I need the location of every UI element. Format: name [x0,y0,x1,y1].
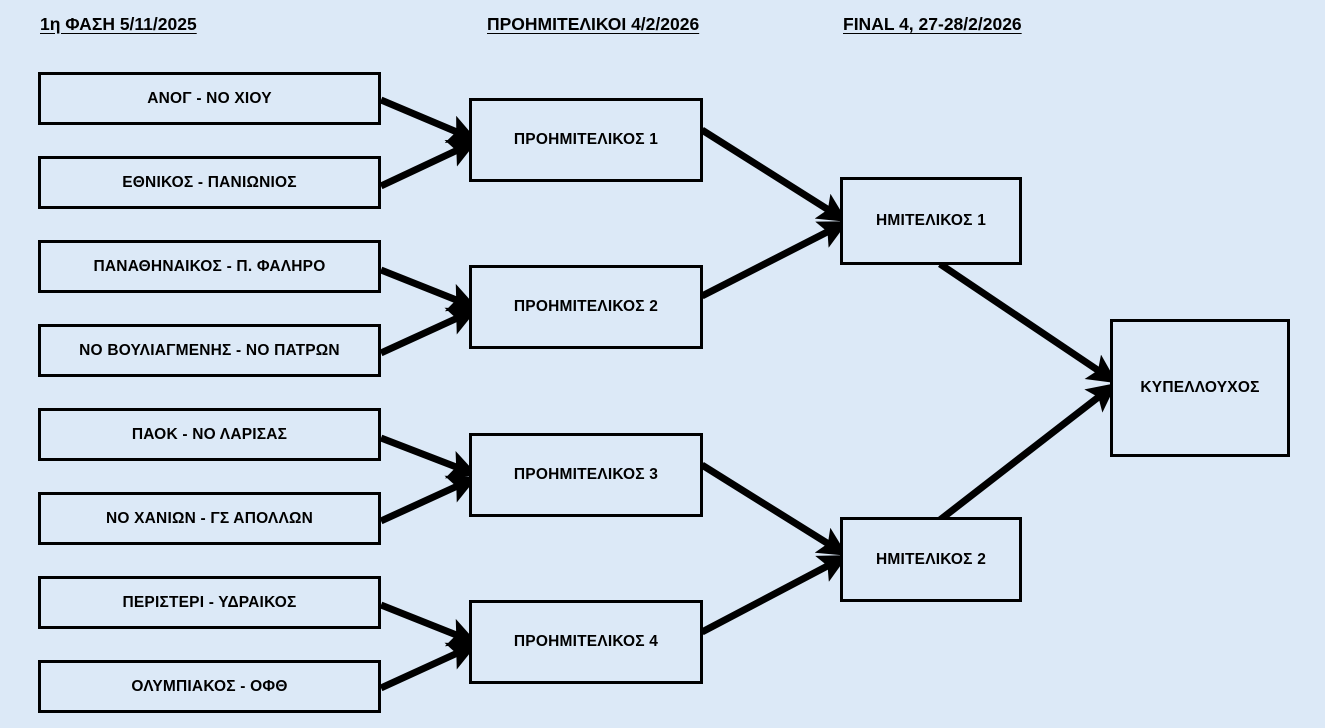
column-header-final4: FINAL 4, 27-28/2/2026 [843,14,1022,34]
arrow-r1-3-to-qf2 [379,266,478,312]
match-label: ΗΜΙΤΕΛΙΚΟΣ 2 [875,550,987,568]
match-label: ΠΡΟΗΜΙΤΕΛΙΚΟΣ 4 [513,633,659,650]
arrow-r1-1-to-qf1 [379,96,478,143]
match-label: ΠΡΟΗΜΙΤΕΛΙΚΟΣ 1 [513,131,659,148]
match-label: ΠΑΝΑΘΗΝΑΙΚΟΣ - Π. ΦΑΛΗΡΟ [93,257,326,275]
match-label: ΝΟ ΒΟΥΛΙΑΓΜΕΝΗΣ - ΝΟ ΠΑΤΡΩΝ [79,341,340,359]
arrow-r1-6-to-qf3 [379,475,478,525]
match-box-round1-2[interactable]: ΕΘΝΙΚΟΣ - ΠΑΝΙΩΝΙΟΣ [38,156,381,209]
arrow-r1-8-to-qf4 [379,642,478,692]
match-box-semifinal-2[interactable]: ΗΜΙΤΕΛΙΚΟΣ 2 [840,517,1022,602]
match-label: ΠΡΟΗΜΙΤΕΛΙΚΟΣ 2 [513,298,659,315]
match-box-quarterfinal-3[interactable]: ΠΡΟΗΜΙΤΕΛΙΚΟΣ 3 [469,433,703,517]
match-box-round1-6[interactable]: ΝΟ ΧΑΝΙΩΝ - ΓΣ ΑΠΟΛΛΩΝ [38,492,381,545]
arrow-r1-5-to-qf3 [379,434,478,479]
match-box-winner[interactable]: ΚΥΠΕΛΛΟΥΧΟΣ [1110,319,1290,457]
match-box-round1-7[interactable]: ΠΕΡΙΣΤΕΡΙ - ΥΔΡΑΙΚΟΣ [38,576,381,629]
arrow-r1-4-to-qf2 [379,307,478,357]
match-label: ΠΕΡΙΣΤΕΡΙ - ΥΔΡΑΙΚΟΣ [122,593,297,611]
match-label: ΕΘΝΙΚΟΣ - ΠΑΝΙΩΝΙΟΣ [122,173,297,191]
match-label: ΠΡΟΗΜΙΤΕΛΙΚΟΣ 3 [513,466,659,483]
match-box-quarterfinal-4[interactable]: ΠΡΟΗΜΙΤΕΛΙΚΟΣ 4 [469,600,703,684]
arrow-r1-2-to-qf1 [379,139,478,190]
match-box-round1-5[interactable]: ΠΑΟΚ - ΝΟ ΛΑΡΙΣΑΣ [38,408,381,461]
column-header-round1: 1η ΦΑΣΗ 5/11/2025 [40,14,197,34]
match-label: ΝΟ ΧΑΝΙΩΝ - ΓΣ ΑΠΟΛΛΩΝ [105,509,314,527]
arrow-qf1-to-sf1 [700,127,848,222]
arrow-qf4-to-sf2 [700,555,849,636]
match-box-quarterfinal-1[interactable]: ΠΡΟΗΜΙΤΕΛΙΚΟΣ 1 [469,98,703,182]
match-label: ΗΜΙΤΕΛΙΚΟΣ 1 [875,212,987,229]
arrow-qf2-to-sf1 [700,221,849,300]
column-header-quarterfinals: ΠΡΟΗΜΙΤΕΛΙΚΟΙ 4/2/2026 [487,14,700,34]
winner-label: ΚΥΠΕΛΛΟΥΧΟΣ [1140,379,1260,396]
arrow-qf3-to-sf2 [700,462,848,556]
match-label: ΑΝΟΓ - ΝΟ ΧΙΟΥ [147,89,272,107]
match-box-round1-4[interactable]: ΝΟ ΒΟΥΛΙΑΓΜΕΝΗΣ - ΝΟ ΠΑΤΡΩΝ [38,324,381,377]
match-box-round1-3[interactable]: ΠΑΝΑΘΗΝΑΙΚΟΣ - Π. ΦΑΛΗΡΟ [38,240,381,293]
arrow-sf2-to-final [933,382,1117,526]
match-box-round1-8[interactable]: ΟΛΥΜΠΙΑΚΟΣ - ΟΦΘ [38,660,381,713]
arrow-sf1-to-final [938,261,1118,384]
match-label: ΠΑΟΚ - ΝΟ ΛΑΡΙΣΑΣ [131,425,288,443]
match-box-semifinal-1[interactable]: ΗΜΙΤΕΛΙΚΟΣ 1 [840,177,1022,265]
match-box-quarterfinal-2[interactable]: ΠΡΟΗΜΙΤΕΛΙΚΟΣ 2 [469,265,703,349]
match-box-round1-1[interactable]: ΑΝΟΓ - ΝΟ ΧΙΟΥ [38,72,381,125]
match-label: ΟΛΥΜΠΙΑΚΟΣ - ΟΦΘ [131,677,288,695]
arrow-r1-7-to-qf4 [379,601,478,647]
